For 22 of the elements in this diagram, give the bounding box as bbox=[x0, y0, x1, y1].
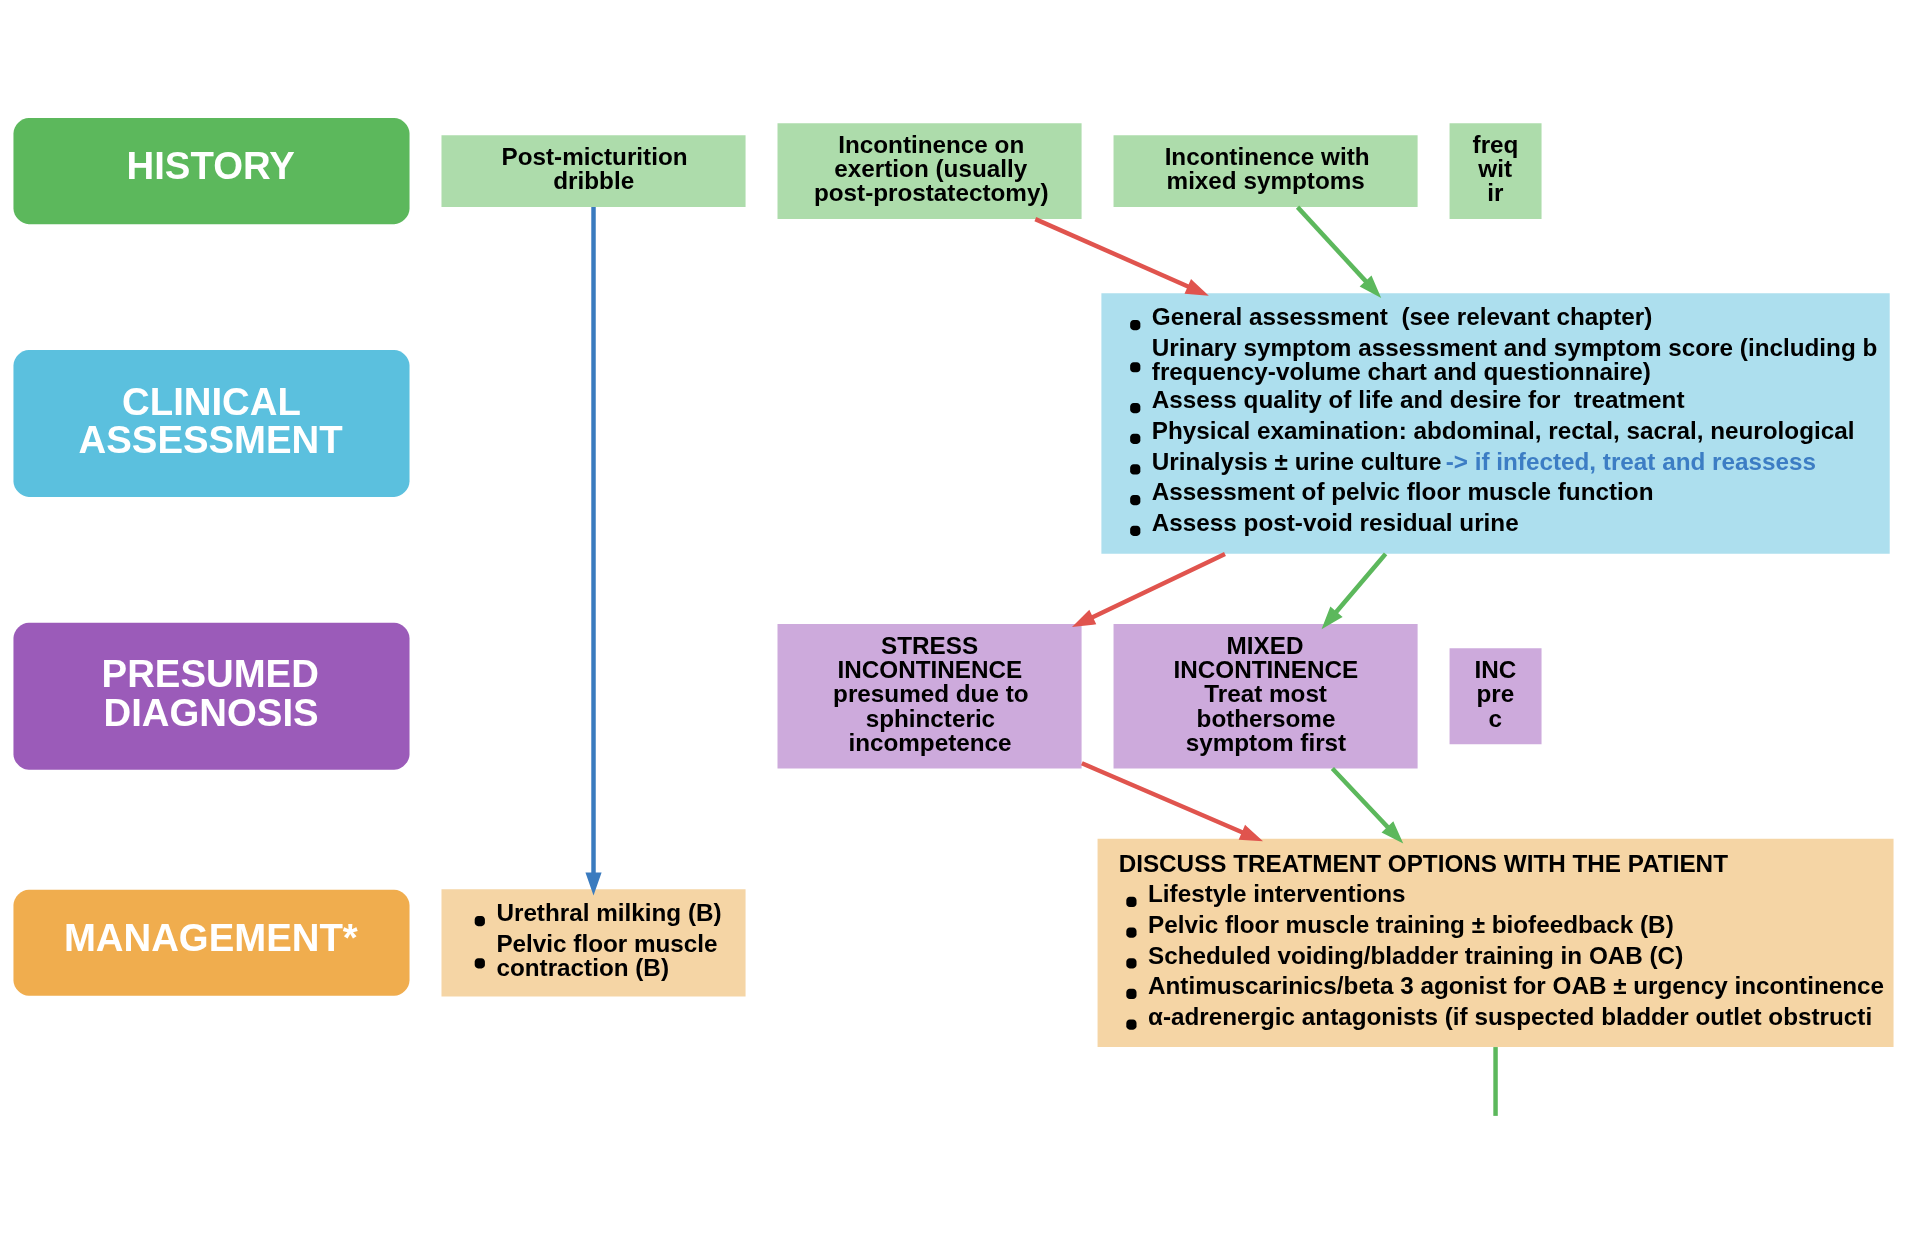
node-box: CLINICAL ASSESSMENT bbox=[13, 349, 410, 497]
node-box: HISTORY bbox=[13, 117, 410, 224]
arrow bbox=[1295, 205, 1382, 298]
arrow bbox=[1034, 216, 1209, 296]
node-box: Urethral milking (B) Pelvic floor muscle contraction (B) bbox=[441, 888, 746, 996]
node-box: freq wit ir bbox=[1449, 122, 1542, 219]
arrow bbox=[585, 206, 602, 895]
arrow bbox=[1330, 766, 1404, 844]
node-box: General assessment (see relevant chapter) Urinary symptom assessment and symptom score (including b frequency-volume chart and questionnaire) Assess quality of life and desire for treatment Physical examination: abdominal, rectal, sacral, neurological Urinalysis ± urine culture -> if infected, treat and reassess Assessment of pelvic floor muscle function Assess post-void residual urine bbox=[1101, 292, 1890, 554]
node-box: INC pre c bbox=[1449, 647, 1542, 744]
node-box: DISCUSS TREATMENT OPTIONS WITH THE PATIENT Lifestyle interventions Pelvic floor muscle training ± biofeedback (B) Scheduled voiding/bladder training in OAB (C) Antimuscarinics/beta 3 agonist for OAB ± urgency incontinence α-adrenergic antagonists (if suspected bladder outlet obstructi bbox=[1097, 838, 1894, 1047]
arrow bbox=[1072, 551, 1226, 627]
node-box: PRESUMED DIAGNOSIS bbox=[13, 622, 410, 770]
node-box: MANAGEMENT* bbox=[13, 889, 410, 996]
node-box: Incontinence with mixed symptoms bbox=[1113, 134, 1418, 207]
arrow bbox=[1321, 551, 1388, 629]
node-box: STRESS INCONTINENCE presumed due to sphincteric incompetence bbox=[777, 623, 1082, 768]
connector bbox=[1493, 1046, 1498, 1116]
arrow bbox=[1081, 760, 1264, 841]
node-box: Incontinence on exertion (usually post-prostatectomy) bbox=[777, 122, 1082, 219]
node-box: MIXED INCONTINENCE Treat most bothersome symptom first bbox=[1113, 623, 1418, 768]
node-box: Post-micturition dribble bbox=[441, 134, 746, 207]
